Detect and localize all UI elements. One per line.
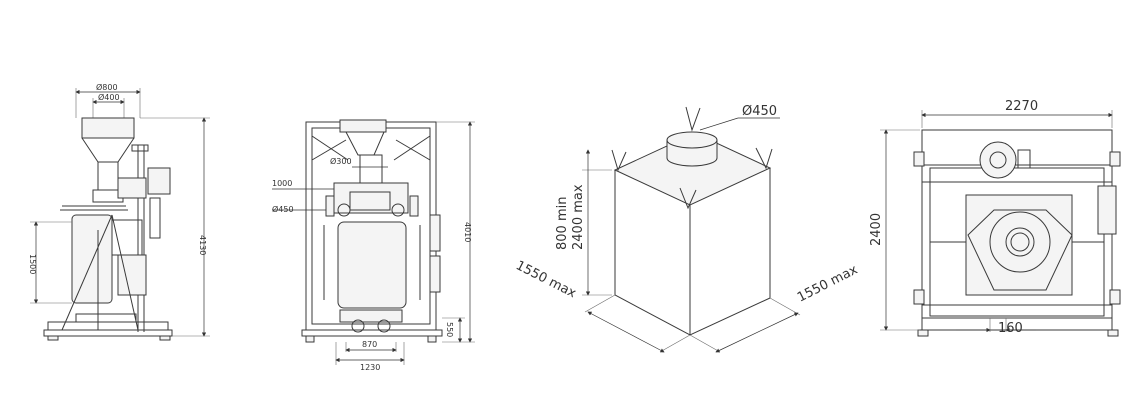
top-width: 2270 xyxy=(1005,99,1038,114)
side-dim-1000: 1000 xyxy=(272,179,292,188)
front-view: Ø800 Ø400 4130 xyxy=(28,82,210,341)
side-dia-mid: Ø300 xyxy=(330,156,352,166)
side-dia-450: Ø450 xyxy=(272,204,294,214)
side-width-870: 870 xyxy=(362,340,377,349)
top-view: 2270 2400 xyxy=(869,99,1121,337)
top-bottom-dim: 160 xyxy=(998,321,1023,336)
side-height-base: 550 xyxy=(445,322,454,337)
bigbag-width-right: 1550 max xyxy=(795,262,860,305)
front-height-lower: 1500 xyxy=(28,254,37,274)
side-view: Ø300 1000 Ø450 4010 550 xyxy=(272,119,475,372)
side-height-total: 4010 xyxy=(463,222,472,242)
bigbag-view: Ø450 800 min 2400 max 1550 max 1550 max xyxy=(513,104,860,353)
bigbag-spout-dia: Ø450 xyxy=(742,104,777,119)
bigbag-width-left: 1550 max xyxy=(513,258,578,301)
front-height-total: 4130 xyxy=(198,235,207,255)
top-height: 2400 xyxy=(869,213,884,246)
bigbag-height-max: 2400 max xyxy=(571,184,586,250)
front-dia-inner: Ø400 xyxy=(98,92,120,102)
bigbag-height-min: 800 min xyxy=(555,197,570,250)
front-dia-top: Ø800 xyxy=(96,82,118,92)
side-width-1230: 1230 xyxy=(360,363,380,372)
